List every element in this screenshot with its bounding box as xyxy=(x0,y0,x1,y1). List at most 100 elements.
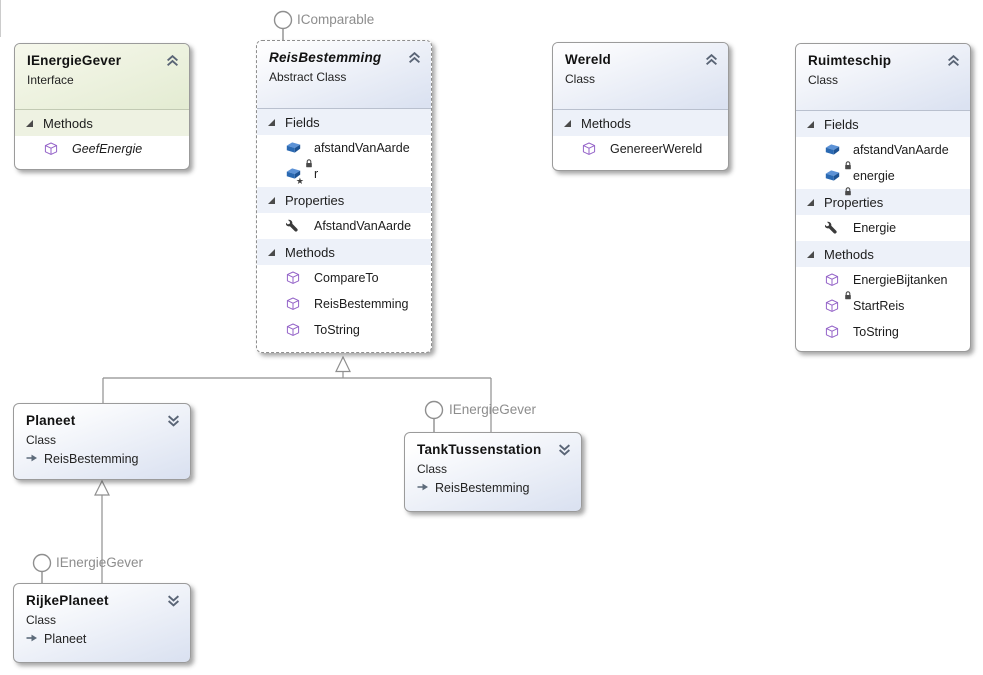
node-kind-label: Class xyxy=(808,73,839,87)
node-kind-label: Class xyxy=(417,462,448,476)
section-label: Methods xyxy=(285,244,335,260)
node-kind-label: Class xyxy=(565,72,596,86)
base-type-arrow-icon xyxy=(26,632,38,646)
method-icon xyxy=(825,299,841,313)
member-name: r xyxy=(314,167,319,181)
lollipop-circle-icon xyxy=(273,10,293,30)
node-title: Ruimteschip xyxy=(808,53,892,68)
section-header-fields[interactable]: Fields xyxy=(796,111,970,137)
collapse-chevron-up-icon[interactable] xyxy=(947,54,960,67)
node-title: ReisBestemming xyxy=(269,50,382,65)
section-expander-icon xyxy=(268,248,275,256)
member-tostring[interactable]: ToString xyxy=(796,319,970,345)
section-header-methods[interactable]: Methods xyxy=(553,110,728,136)
field-icon xyxy=(286,141,312,168)
section-header-methods[interactable]: Methods xyxy=(257,239,431,265)
node-title: RijkePlaneet xyxy=(26,593,109,608)
class-node-rijkeplaneet[interactable]: RijkePlaneet Class Planeet xyxy=(13,583,191,663)
collapse-chevron-up-icon[interactable] xyxy=(408,51,421,64)
member-energie-property[interactable]: Energie xyxy=(796,215,970,241)
member-name: energie xyxy=(853,169,895,183)
canvas-edge-artifact xyxy=(0,0,1,37)
section-label: Fields xyxy=(824,116,859,132)
node-header: Ruimteschip Class xyxy=(796,44,970,111)
collapse-chevron-up-icon[interactable] xyxy=(166,54,179,67)
node-kind-label: Class xyxy=(26,433,57,447)
member-name: ToString xyxy=(853,325,899,339)
class-node-wereld[interactable]: Wereld Class Methods GenereerWereld xyxy=(552,42,729,171)
method-icon xyxy=(286,323,302,337)
member-name: CompareTo xyxy=(314,271,379,285)
class-node-planeet[interactable]: Planeet Class ReisBestemming xyxy=(13,403,191,480)
base-type-name: ReisBestemming xyxy=(44,452,139,466)
lollipop-circle-icon xyxy=(424,400,444,420)
property-wrench-icon xyxy=(286,219,302,233)
method-icon xyxy=(582,142,598,156)
method-icon xyxy=(44,142,60,156)
expand-chevron-down-icon[interactable] xyxy=(167,414,180,427)
node-header: Wereld Class xyxy=(553,43,728,110)
member-afstandvanaarde-field[interactable]: afstandVanAarde xyxy=(257,135,431,168)
member-r-field[interactable]: ★ r xyxy=(257,161,431,187)
member-reisbestemming-ctor[interactable]: ReisBestemming xyxy=(257,291,431,317)
section-header-methods[interactable]: Methods xyxy=(796,241,970,267)
member-name: afstandVanAarde xyxy=(314,141,410,155)
lollipop-circle-icon xyxy=(32,553,52,573)
field-icon xyxy=(825,169,851,196)
node-header: ReisBestemming Abstract Class xyxy=(257,41,431,109)
field-icon: ★ xyxy=(286,167,304,186)
section-expander-icon xyxy=(26,119,33,127)
member-afstandvanaarde-field[interactable]: afstandVanAarde xyxy=(796,137,970,170)
member-name: ToString xyxy=(314,323,360,337)
member-compareto[interactable]: CompareTo xyxy=(257,265,431,291)
member-name: EnergieBijtanken xyxy=(853,273,948,287)
section-expander-icon xyxy=(807,198,814,206)
section-label: Methods xyxy=(43,115,93,131)
lollipop-ienergiegever-tank[interactable] xyxy=(424,400,444,433)
method-icon xyxy=(286,271,302,285)
section-header-fields[interactable]: Fields xyxy=(257,109,431,135)
member-tostring[interactable]: ToString xyxy=(257,317,431,343)
section-header-properties[interactable]: Properties xyxy=(257,187,431,213)
inheritance-connector-to-reisbestemming[interactable] xyxy=(102,355,492,432)
class-node-ienergiegever[interactable]: IEnergieGever Interface Methods GeefEner… xyxy=(14,43,190,170)
member-name: afstandVanAarde xyxy=(853,143,949,157)
class-node-tanktussenstation[interactable]: TankTussenstation Class ReisBestemming xyxy=(404,432,582,512)
member-genereerwereld[interactable]: GenereerWereld xyxy=(553,136,728,162)
member-startreis[interactable]: StartReis xyxy=(796,293,970,319)
section-expander-icon xyxy=(807,250,814,258)
inheritance-connector-rijkeplaneet-to-planeet[interactable] xyxy=(94,479,110,583)
member-name: StartReis xyxy=(853,299,905,313)
lollipop-icomparable[interactable] xyxy=(273,10,293,41)
expand-chevron-down-icon[interactable] xyxy=(167,594,180,607)
section-header-methods[interactable]: Methods xyxy=(15,110,189,136)
lollipop-ienergiegever-rijke[interactable] xyxy=(32,553,52,584)
member-name: GeefEnergie xyxy=(72,142,143,156)
section-header-properties[interactable]: Properties xyxy=(796,189,970,215)
lollipop-label-icomparable[interactable]: IComparable xyxy=(297,12,375,27)
expand-chevron-down-icon[interactable] xyxy=(558,443,571,456)
class-node-reisbestemming[interactable]: ReisBestemming Abstract Class Fields afs… xyxy=(256,40,432,353)
section-label: Methods xyxy=(581,115,631,131)
base-type-arrow-icon xyxy=(26,452,38,466)
member-geefenergie[interactable]: GeefEnergie xyxy=(15,136,189,162)
member-name: GenereerWereld xyxy=(610,142,703,156)
inheritance-triangle-icon xyxy=(94,479,110,496)
star-adornment-icon: ★ xyxy=(295,176,304,186)
member-afstandvanaarde-property[interactable]: AfstandVanAarde xyxy=(257,213,431,239)
node-kind-label: Abstract Class xyxy=(269,70,347,84)
method-icon xyxy=(286,297,302,311)
property-wrench-icon xyxy=(825,221,841,235)
node-title: TankTussenstation xyxy=(417,442,542,457)
lollipop-label-ienergiegever-rijke[interactable]: IEnergieGever xyxy=(56,555,144,570)
section-expander-icon xyxy=(807,120,814,128)
member-energiebijtanken[interactable]: EnergieBijtanken xyxy=(796,267,970,300)
method-icon xyxy=(825,273,851,300)
section-label: Properties xyxy=(824,194,884,210)
lollipop-label-ienergiegever-tank[interactable]: IEnergieGever xyxy=(449,402,537,417)
class-node-ruimteschip[interactable]: Ruimteschip Class Fields afstandVanAarde xyxy=(795,43,971,352)
section-label: Fields xyxy=(285,114,320,130)
member-name: AfstandVanAarde xyxy=(314,219,412,233)
member-energie-field[interactable]: energie xyxy=(796,163,970,196)
collapse-chevron-up-icon[interactable] xyxy=(705,53,718,66)
